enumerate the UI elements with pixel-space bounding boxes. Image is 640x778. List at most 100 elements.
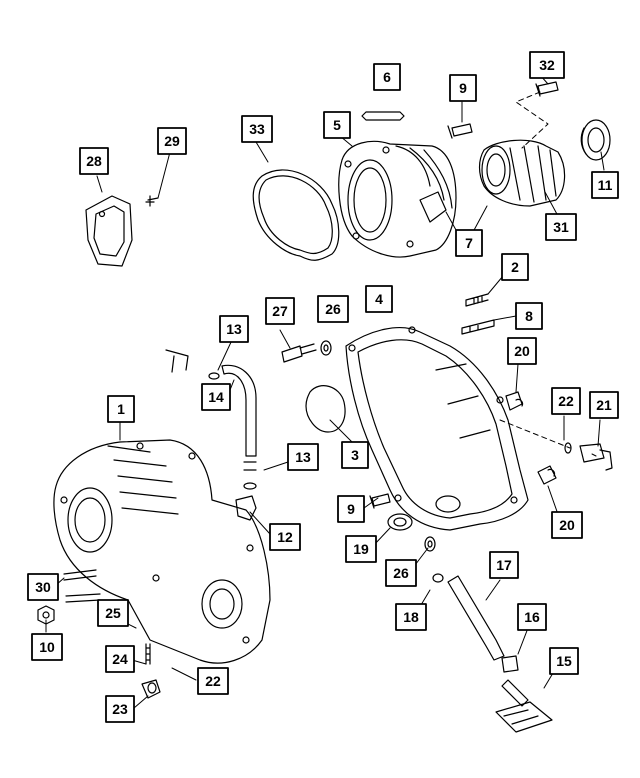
callout-c2: 2	[501, 253, 529, 281]
callout-c32: 32	[529, 51, 565, 79]
connector	[501, 655, 519, 673]
callout-box	[507, 337, 537, 365]
washer-26	[320, 340, 332, 356]
callout-number: 28	[86, 153, 102, 169]
callout-c23: 23	[105, 695, 135, 723]
callout-box	[317, 295, 349, 323]
callout-c22a: 22	[551, 387, 581, 415]
callout-c3: 3	[341, 441, 369, 469]
callout-c26b: 26	[385, 559, 417, 587]
extension-housing	[338, 140, 457, 258]
callout-c5: 5	[323, 111, 351, 139]
callout-c13b: 13	[287, 443, 319, 471]
callout-box	[27, 573, 59, 601]
callout-c12: 12	[269, 523, 301, 551]
callout-box	[545, 213, 577, 241]
callout-number: 21	[596, 397, 612, 413]
stud-30	[63, 569, 101, 603]
rear-boot	[478, 139, 566, 207]
callout-box	[31, 633, 63, 661]
callout-c20a: 20	[507, 337, 537, 365]
plug-upper	[505, 391, 524, 411]
callout-number: 18	[403, 609, 419, 625]
callout-number: 33	[249, 121, 265, 137]
callout-c4: 4	[365, 285, 393, 313]
vent-fitting	[235, 495, 257, 521]
callout-box	[269, 523, 301, 551]
callout-box	[551, 511, 583, 539]
callout-c21: 21	[589, 391, 619, 419]
gasket-pad	[361, 111, 405, 121]
callout-number: 30	[35, 579, 51, 595]
callout-number: 32	[539, 57, 555, 73]
callout-box	[97, 599, 129, 627]
leader-lines	[45, 65, 605, 709]
callout-c11: 11	[591, 171, 619, 199]
callout-c16: 16	[517, 603, 547, 631]
callout-box	[197, 667, 229, 695]
detent-plug	[141, 679, 161, 699]
callout-c14: 14	[201, 383, 231, 411]
callout-c8: 8	[515, 302, 543, 330]
callout-c7: 7	[455, 229, 483, 257]
callout-box	[515, 302, 543, 330]
callout-box	[219, 315, 249, 343]
callout-number: 20	[559, 517, 575, 533]
callout-box	[589, 391, 619, 419]
vent-tube	[165, 349, 257, 490]
sensor	[579, 443, 613, 471]
callout-number: 5	[333, 117, 341, 133]
callout-box	[455, 229, 483, 257]
callout-number: 22	[205, 673, 221, 689]
callout-c22b: 22	[197, 667, 229, 695]
rear-bolt	[535, 81, 559, 97]
callout-c1: 1	[107, 395, 135, 423]
callout-box	[157, 127, 187, 155]
oring-gasket-inner	[258, 175, 333, 255]
callout-number: 12	[277, 529, 293, 545]
callout-box	[501, 253, 529, 281]
callout-box	[449, 74, 477, 102]
callout-box	[241, 115, 273, 143]
washer-26-lower	[424, 536, 436, 552]
callout-box	[341, 441, 369, 469]
pickup-tube	[447, 575, 505, 661]
callout-c13a: 13	[219, 315, 249, 343]
plug-lower	[537, 465, 557, 485]
callout-number: 3	[351, 447, 359, 463]
small-bolt	[145, 195, 159, 207]
callout-number: 24	[112, 651, 128, 667]
callout-number: 19	[353, 541, 369, 557]
callout-number: 13	[226, 321, 242, 337]
callout-number: 1	[117, 401, 125, 417]
oring-18	[432, 573, 444, 583]
callout-number: 14	[208, 389, 224, 405]
callout-box	[551, 387, 581, 415]
callout-box	[373, 63, 401, 91]
callout-c6: 6	[373, 63, 401, 91]
callout-c25: 25	[97, 599, 129, 627]
seal-19	[387, 513, 413, 531]
callout-c30: 30	[27, 573, 59, 601]
dashed-guides	[499, 91, 597, 457]
callout-number: 26	[393, 565, 409, 581]
front-case	[53, 439, 271, 664]
shift-boot-plate	[85, 195, 133, 267]
callout-box	[395, 603, 427, 631]
callout-c9a: 9	[449, 74, 477, 102]
callout-c10: 10	[31, 633, 63, 661]
callout-box	[365, 285, 393, 313]
callout-box	[79, 147, 109, 175]
callout-c28: 28	[79, 147, 109, 175]
callout-number: 13	[295, 449, 311, 465]
callout-number: 26	[325, 301, 341, 317]
callout-c29: 29	[157, 127, 187, 155]
callout-c9b: 9	[337, 495, 365, 523]
callout-box	[265, 297, 295, 325]
callout-number: 17	[496, 557, 512, 573]
callout-c15: 15	[549, 647, 579, 675]
callout-c19: 19	[345, 535, 377, 563]
callout-number: 9	[459, 80, 467, 96]
